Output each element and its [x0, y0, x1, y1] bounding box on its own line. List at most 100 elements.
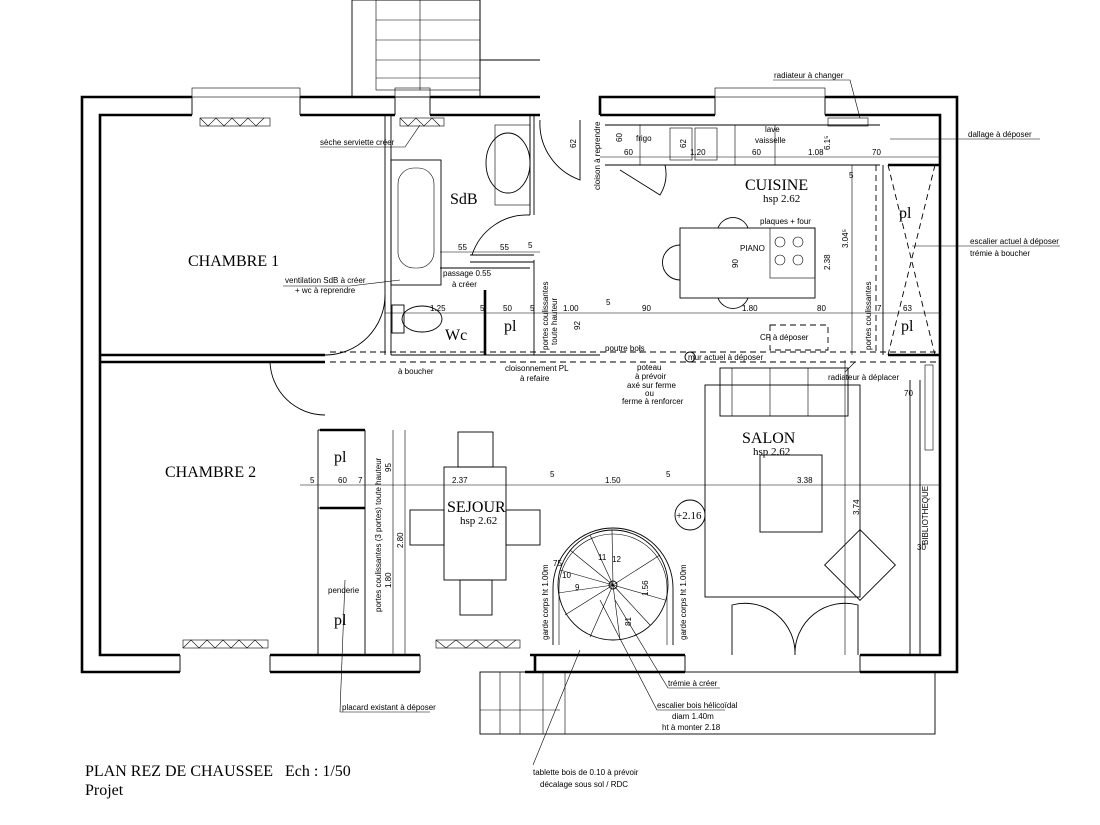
- dimension-label: 1.20: [690, 148, 706, 157]
- dimension-label: 60: [615, 133, 624, 142]
- closet-pl: pl: [899, 205, 912, 222]
- level-label: +2.16: [676, 510, 702, 522]
- dimension-labels: 62 60 60 62 1.20 60 1.08 6.1⁵ 70 5 1.25 …: [310, 133, 926, 626]
- closet-pl: pl: [334, 612, 347, 629]
- annotation-poteau: ou: [645, 389, 654, 398]
- dimension-label: 5: [528, 241, 533, 250]
- dimension-label: 11: [598, 553, 607, 562]
- dimension-label: 1.80: [742, 304, 758, 313]
- room-sejour: SEJOUR: [447, 499, 506, 516]
- annotation-escalier-actuel: escalier actuel à déposer: [970, 237, 1059, 246]
- annotation-poteau: axé sur ferme: [627, 381, 676, 390]
- dimension-label: 6.1⁵: [823, 136, 832, 150]
- dimension-label: 63: [903, 304, 912, 313]
- annotation-passage: passage 0.55: [443, 269, 492, 278]
- piano-label: PIANO: [740, 244, 765, 253]
- dimension-label: 60: [624, 148, 633, 157]
- plaques-label: plaques + four: [760, 217, 811, 226]
- dimension-label: 7: [358, 476, 363, 485]
- dimension-label: 92: [573, 321, 582, 330]
- salon-furniture: [674, 367, 921, 655]
- annotation-wc-reprendre: + wc à reprendre: [295, 286, 356, 295]
- annotation-cloison: cloison à reprendre: [593, 121, 602, 190]
- annotation-placard: placard existant à déposer: [342, 703, 436, 712]
- plan-subtitle: Projet: [85, 782, 124, 799]
- annotation-portes-wc: toute hauteur: [550, 298, 559, 345]
- room-wc: Wc: [445, 327, 467, 344]
- dimension-label: 5: [666, 470, 671, 479]
- exterior-stairs-bottom: [479, 671, 936, 735]
- plan-title: PLAN REZ DE CHAUSSEE Ech : 1/50: [85, 763, 351, 780]
- dimension-label: 75: [553, 559, 562, 568]
- dining-table: [409, 431, 541, 616]
- dimension-label: 30: [917, 543, 926, 552]
- dimension-label: 3.38: [797, 476, 813, 485]
- sejour-height: hsp 2.62: [460, 515, 497, 527]
- dimension-label: 5: [310, 476, 315, 485]
- annotation-poteau: poteau: [637, 363, 661, 372]
- annotation-tremie-boucher: trémie à boucher: [970, 249, 1030, 258]
- annotation-a-boucher: à boucher: [398, 367, 434, 376]
- dimension-label: 70: [904, 389, 913, 398]
- annotation-tablette: tablette bois de 0.10 à prévoir: [533, 768, 639, 777]
- annotation-poteau: à prévoir: [635, 372, 666, 381]
- dimension-label: 1.50: [605, 476, 621, 485]
- exterior-walls: [80, 87, 959, 674]
- annotation-poutre: poutre bois: [605, 344, 645, 353]
- annotation-radiateur-deplacer: radiateur à déplacer: [828, 373, 899, 382]
- room-chambre-2: CHAMBRE 2: [165, 464, 256, 481]
- dimension-label: 2.37: [452, 476, 468, 485]
- dimension-label: 5: [606, 298, 611, 307]
- dimension-label: 95: [384, 463, 393, 472]
- annotation-portes-wc: portes coulissantes: [541, 282, 550, 350]
- dimension-label: 1.56: [641, 580, 650, 596]
- exterior-stairs-top: [351, 0, 540, 98]
- annotation-cf: CF à déposer: [760, 333, 809, 342]
- dimension-label: 3.04⁵: [841, 229, 850, 248]
- dimension-label: 55: [500, 243, 509, 252]
- annotation-ht-monter: ht à monter 2.18: [662, 723, 721, 732]
- dimension-label: 80: [817, 304, 826, 313]
- dimension-label: 1.80: [384, 572, 393, 588]
- dimension-label: 70: [872, 148, 881, 157]
- room-cuisine: CUISINE: [745, 177, 808, 194]
- annotation-diam: diam 1.40m: [672, 712, 714, 721]
- annotation-seche-serviette: sèche serviette créer: [320, 138, 395, 147]
- dimension-label: 2.38: [823, 254, 832, 270]
- kitchen-fixtures: [605, 124, 880, 309]
- room-chambre-1: CHAMBRE 1: [188, 253, 279, 270]
- annotation-garde-corps: garde corps ht 1.00m: [541, 564, 550, 640]
- level-marker: [674, 499, 706, 531]
- closet-pl: pl: [901, 318, 914, 335]
- closet-pl: pl: [504, 318, 517, 335]
- annotation-a-creer: à créer: [452, 280, 477, 289]
- annotation-garde-corps: garde corps ht 1.00m: [679, 564, 688, 640]
- room-sdb: SdB: [450, 191, 478, 208]
- annotation-mur-actuel: mur actuel à déposer: [688, 353, 763, 362]
- dimension-label: 10: [562, 571, 571, 580]
- annotation-a-refaire: à refaire: [520, 374, 550, 383]
- annotation-portes-chambre: portes coulissantes (3 portes) toute hau…: [374, 457, 383, 612]
- annotation-leaders: [283, 79, 1060, 766]
- closet-pl: pl: [334, 449, 347, 466]
- cuisine-height: hsp 2.62: [763, 193, 800, 205]
- annotation-escalier-bois: escalier bois hélicoïdal: [657, 701, 738, 710]
- dimension-label: 81: [624, 617, 633, 626]
- dimension-label: 62: [569, 139, 578, 148]
- room-salon: SALON: [742, 430, 796, 447]
- dimension-label: 5: [550, 470, 555, 479]
- annotation-radiateur-changer: radiateur à changer: [774, 71, 844, 80]
- partitions: [100, 115, 940, 655]
- annotation-tremie-creer: trémie à créer: [668, 679, 718, 688]
- dimension-label: 90: [642, 304, 651, 313]
- annotation-decalage: décalage sous sol / RDC: [540, 780, 628, 789]
- vaisselle-label: vaisselle: [755, 136, 786, 145]
- dimension-label: 3.74: [852, 499, 861, 515]
- dimension-label: 7: [877, 304, 882, 313]
- dimension-label: 12: [612, 555, 621, 564]
- frigo-label: frigo: [636, 134, 652, 143]
- dimension-label: 60: [338, 476, 347, 485]
- salon-height: hsp 2.62: [753, 446, 790, 458]
- dimension-label: 1.00: [563, 304, 579, 313]
